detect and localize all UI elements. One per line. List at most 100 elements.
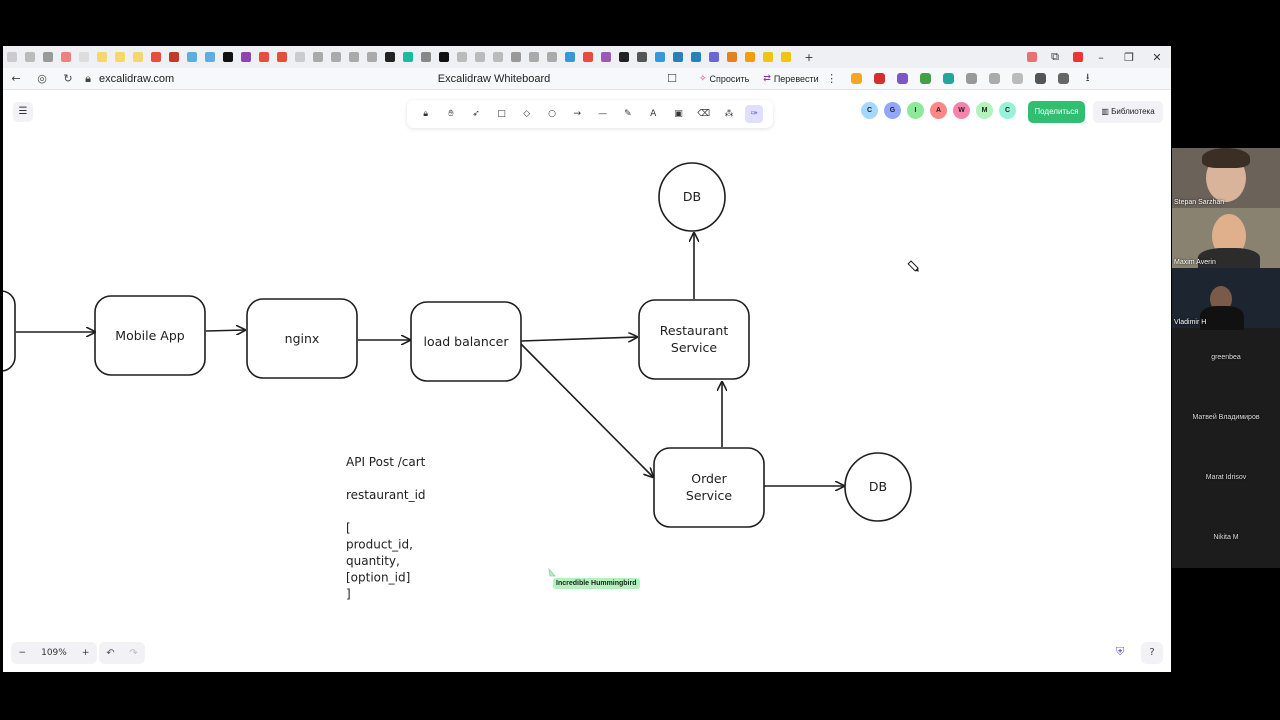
participant-tile[interactable]: Vladimir H (1172, 268, 1280, 330)
extension-icon[interactable] (1057, 73, 1069, 84)
extension-icon[interactable] (1027, 52, 1037, 62)
arrow-icon[interactable]: → (573, 109, 582, 119)
tab-favicon[interactable] (151, 52, 161, 62)
redo-icon[interactable]: ↷ (129, 647, 138, 659)
participant-tile[interactable]: Матвей Владимиров (1172, 388, 1280, 448)
tab-favicon[interactable] (277, 52, 287, 62)
tab-favicon[interactable] (637, 52, 647, 62)
tab-favicon[interactable] (547, 52, 557, 62)
tab-favicon[interactable] (727, 52, 737, 62)
more-icon[interactable]: ⋮ (826, 72, 838, 85)
collaborator-avatar[interactable]: G (884, 102, 901, 119)
zoom-level[interactable]: 109% (41, 648, 67, 658)
node-db-bottom[interactable] (844, 452, 912, 522)
tab-favicon[interactable] (367, 52, 377, 62)
new-tab-button[interactable]: + (804, 50, 814, 64)
tab-favicon[interactable] (7, 52, 17, 62)
arrow-lb-to-order[interactable] (520, 343, 653, 477)
image-icon[interactable]: ▣ (674, 109, 683, 119)
hand-icon[interactable]: ✋︎ (448, 109, 454, 119)
library-button[interactable]: ▥ Библиотека (1093, 101, 1163, 123)
tab-favicon[interactable] (673, 52, 683, 62)
tab-favicon[interactable] (223, 52, 233, 62)
line-icon[interactable]: — (598, 109, 608, 119)
tab-favicon[interactable] (259, 52, 269, 62)
download-icon[interactable]: ⭳ (1085, 71, 1090, 84)
extension-icon[interactable] (873, 73, 885, 84)
tab-favicon[interactable] (601, 52, 611, 62)
extension-icon[interactable] (1034, 73, 1046, 84)
undo-icon[interactable]: ↶ (106, 647, 115, 659)
tab-favicon[interactable] (313, 52, 323, 62)
shapes-icon[interactable]: ⁂ (724, 109, 734, 119)
tab-favicon[interactable] (79, 52, 89, 62)
notification-icon[interactable] (1073, 52, 1083, 62)
extension-icon[interactable] (988, 73, 1000, 84)
close-window-button[interactable]: ✕ (1152, 50, 1162, 64)
collaborator-avatar[interactable]: C (999, 102, 1016, 119)
tab-favicon[interactable] (475, 52, 485, 62)
eraser-icon[interactable]: ⌫ (697, 109, 711, 119)
tab-favicon[interactable] (241, 52, 251, 62)
maximize-button[interactable]: ❐ (1124, 50, 1134, 64)
bookmark-icon[interactable]: ☐ (667, 72, 677, 85)
profile-icon[interactable]: ◎ (37, 72, 47, 85)
ellipse-icon[interactable]: ○ (548, 109, 556, 119)
extension-icon[interactable] (965, 73, 977, 84)
arrow-mobile-to-nginx[interactable] (205, 330, 245, 331)
tab-favicon[interactable] (583, 52, 593, 62)
node-mobile-app[interactable] (94, 295, 206, 376)
node-order-service[interactable] (653, 447, 765, 528)
tab-favicon[interactable] (187, 52, 197, 62)
collaborator-avatar[interactable]: C (861, 102, 878, 119)
api-note[interactable]: API Post /cartrestaurant_id[product_id,q… (346, 455, 426, 601)
extension-icon[interactable] (850, 73, 862, 84)
tab-favicon[interactable] (403, 52, 413, 62)
tab-favicon[interactable] (61, 52, 71, 62)
collaborator-avatar[interactable]: W (953, 102, 970, 119)
node-load-balancer[interactable] (410, 301, 522, 382)
node-restaurant-service[interactable] (638, 299, 750, 380)
node-nginx[interactable] (246, 298, 358, 379)
rectangle-icon[interactable]: □ (497, 109, 506, 119)
ask-button[interactable]: ✧Спросить (699, 73, 750, 84)
share-button[interactable]: Поделиться (1028, 101, 1085, 123)
tab-favicon[interactable] (133, 52, 143, 62)
extension-icon[interactable] (896, 73, 908, 84)
collaborator-avatar[interactable]: I (907, 102, 924, 119)
diamond-icon[interactable]: ◇ (523, 109, 531, 119)
lock-icon[interactable]: 🔒︎ (423, 109, 429, 119)
tab-favicon[interactable] (619, 52, 629, 62)
extension-icon[interactable] (1011, 73, 1023, 84)
node-db-top[interactable] (658, 162, 726, 232)
help-button[interactable]: ? (1141, 642, 1163, 664)
tab-favicon[interactable] (439, 52, 449, 62)
tab-favicon[interactable] (97, 52, 107, 62)
encryption-shield-icon[interactable]: ⛨ (1116, 645, 1125, 658)
tab-favicon[interactable] (781, 52, 791, 62)
tab-favicon[interactable] (205, 52, 215, 62)
tab-favicon[interactable] (421, 52, 431, 62)
tab-favicon[interactable] (331, 52, 341, 62)
zoom-in-button[interactable]: + (81, 648, 90, 658)
arrow-lb-to-restaurant[interactable] (520, 337, 637, 341)
pencil-icon[interactable]: ✎ (624, 109, 632, 119)
participant-tile[interactable]: greenbea (1172, 328, 1280, 388)
url-text[interactable]: excalidraw.com (99, 72, 175, 85)
tab-favicon[interactable] (43, 52, 53, 62)
tab-favicon[interactable] (385, 52, 395, 62)
extension-icon[interactable] (919, 73, 931, 84)
tab-favicon[interactable] (169, 52, 179, 62)
tab-favicon[interactable] (565, 52, 575, 62)
minimize-button[interactable]: – (1098, 50, 1104, 64)
participant-tile[interactable]: Nikita M (1172, 508, 1280, 568)
tab-favicon[interactable] (457, 52, 467, 62)
tab-favicon[interactable] (349, 52, 359, 62)
collaborator-avatar[interactable]: A (930, 102, 947, 119)
back-icon[interactable]: ← (11, 72, 21, 85)
tab-favicon[interactable] (511, 52, 521, 62)
offscreen-node[interactable] (3, 290, 16, 372)
tab-favicon[interactable] (25, 52, 35, 62)
laser-icon[interactable]: ✑ (745, 105, 764, 123)
tab-favicon[interactable] (493, 52, 503, 62)
